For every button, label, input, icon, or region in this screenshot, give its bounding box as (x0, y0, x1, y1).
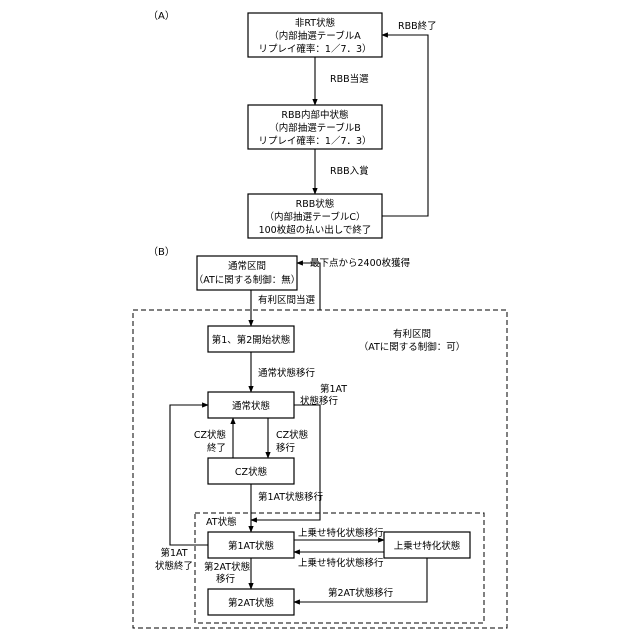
node-normal-section: 通常区間 （ATに関する制御：無） (194, 256, 301, 290)
edge-at1-end (170, 405, 208, 545)
node-normal-state: 通常状態 (208, 392, 294, 418)
edge-rbb-end (382, 35, 428, 216)
node-special-label: 上乗せ特化状態 (394, 540, 461, 552)
node-cz-state: CZ状態 (208, 458, 294, 484)
section-b-label: （B） (148, 246, 175, 258)
node-normal-section-line2: （ATに関する制御：無） (194, 274, 301, 286)
node-at2-state: 第2AT状態 (208, 589, 294, 615)
node-at1-state: 第1AT状態 (208, 532, 294, 558)
node-rbb-line1: RBB状態 (296, 198, 335, 210)
node-at2-label: 第2AT状態 (228, 597, 274, 609)
edge-to-at2-from-special-label: 第2AT状態移行 (328, 587, 394, 599)
edge-to-normal-label: 通常状態移行 (258, 367, 316, 379)
node-non-rt-state: 非RT状態 （内部抽選テーブルA リプレイ確率：1／7．3） (248, 13, 382, 57)
edge-at1-end-label-1: 第1AT (160, 547, 187, 559)
at-region-label: AT状態 (206, 516, 237, 528)
edge-to-at1-from-special-label: 上乗せ特化状態移行 (298, 557, 384, 569)
edge-to-cz-label-1: CZ状態 (276, 429, 308, 441)
node-start-label: 第1、第2開始状態 (212, 334, 291, 346)
node-normal-label: 通常状態 (232, 400, 270, 412)
node-rbb-internal-line1: RBB内部中状態 (281, 109, 348, 121)
node-rbb-internal-line2: （内部抽選テーブルB (269, 122, 360, 134)
advantage-region-label-2: （ATに関する制御：可） (359, 341, 466, 353)
edge-to-at2-from-at1-label-1: 第2AT状態 (204, 561, 250, 573)
node-cz-label: CZ状態 (235, 466, 267, 478)
node-start-state: 第1、第2開始状態 (208, 326, 294, 352)
node-non-rt-line3: リプレイ確率：1／7．3） (258, 43, 371, 55)
edge-to-cz-label-2: 移行 (276, 442, 296, 454)
node-non-rt-line1: 非RT状態 (295, 17, 335, 29)
node-normal-section-line1: 通常区間 (228, 260, 266, 272)
node-rbb-state: RBB状態 （内部抽選テーブルC） 100枚超の払い出しで終了 (248, 194, 382, 238)
edge-at1-end-label-2: 状態終了 (155, 560, 193, 572)
edge-to-special-label: 上乗せ特化状態移行 (298, 527, 384, 539)
edge-adv-win-label: 有利区間当選 (258, 294, 316, 306)
edge-to-at1-from-normal-label-2: 状態移行 (300, 395, 339, 407)
node-rbb-internal-line3: リプレイ確率：1／7．3） (258, 135, 371, 147)
edge-rbb-win-label: RBB当選 (330, 73, 369, 85)
edge-cz-end-label-2: 終了 (207, 442, 226, 454)
node-at1-label: 第1AT状態 (228, 540, 274, 552)
edge-rbb-end-label: RBB終了 (398, 20, 437, 32)
edge-cz-end-label-1: CZ状態 (194, 429, 226, 441)
section-a-label: （A） (148, 10, 175, 22)
edge-bottom-point-label: 最下点から2400枚獲得 (310, 257, 411, 269)
node-rbb-line3: 100枚超の払い出しで終了 (259, 224, 372, 236)
node-non-rt-line2: （内部抽選テーブルA (269, 30, 361, 42)
edge-to-at1-from-normal-label-1: 第1AT (320, 383, 347, 395)
node-special-state: 上乗せ特化状態 (384, 532, 470, 558)
edge-to-at2-from-at1-label-2: 移行 (216, 573, 236, 585)
node-rbb-internal-state: RBB内部中状態 （内部抽選テーブルB リプレイ確率：1／7．3） (248, 105, 382, 149)
advantage-region-label-1: 有利区間 (393, 328, 431, 340)
edge-rbb-enter-label: RBB入賞 (330, 165, 369, 177)
edge-to-at1-from-cz-label: 第1AT状態移行 (258, 491, 324, 503)
node-rbb-line2: （内部抽選テーブルC） (264, 211, 365, 223)
